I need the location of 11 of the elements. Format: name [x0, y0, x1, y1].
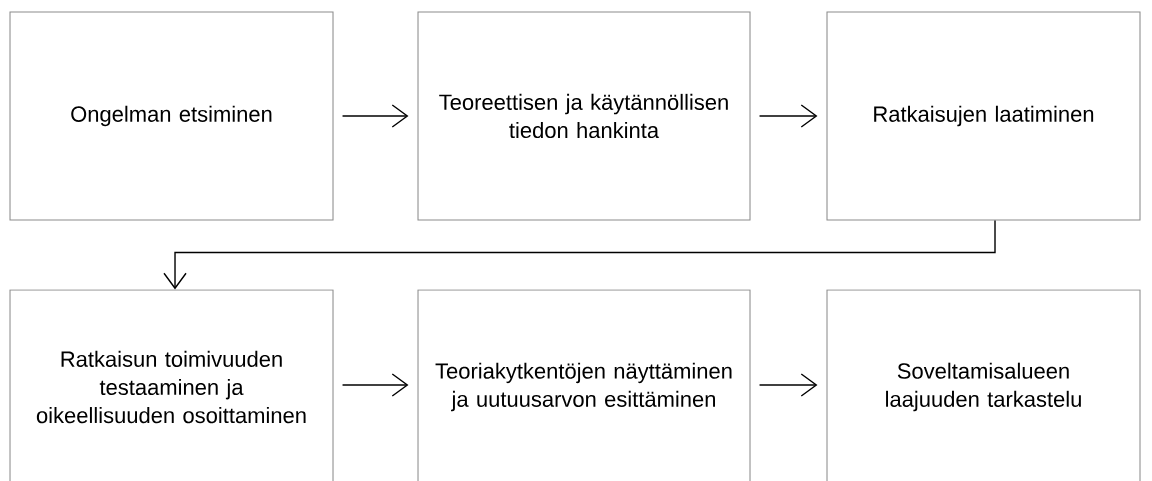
arrow: [758, 104, 818, 128]
process-box: Teoreettisen ja käytännöllisen tiedon hankinta: [417, 11, 751, 221]
arrow: [341, 104, 409, 128]
arrow: [163, 219, 996, 290]
process-box: Soveltamisalueen laajuuden tarkastelu: [826, 289, 1141, 481]
process-box: Ratkaisujen laatiminen: [826, 11, 1141, 221]
process-box: Teoriakytkentöjen näyttäminen ja uutuusarvon esittäminen: [417, 289, 751, 481]
process-box: Ratkaisun toimivuuden testaaminen ja oikeellisuuden osoittaminen: [9, 289, 334, 481]
arrow: [758, 373, 818, 397]
process-box: Ongelman etsiminen: [9, 11, 334, 221]
arrow: [341, 373, 409, 397]
